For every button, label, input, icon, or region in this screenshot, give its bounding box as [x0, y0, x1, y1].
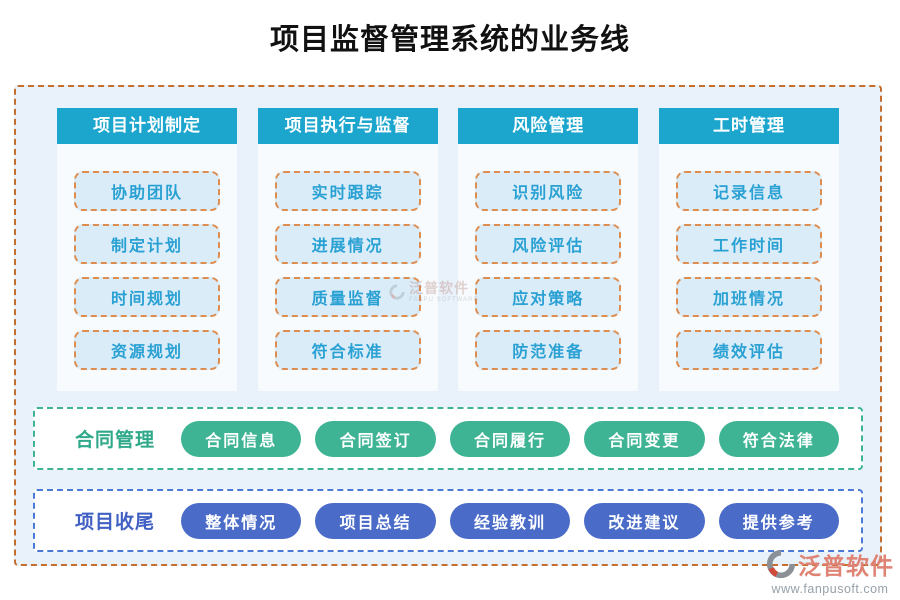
column-body: 识别风险 风险评估 应对策略 防范准备: [458, 144, 639, 391]
band-item: 合同变更: [584, 420, 705, 457]
column-header: 风险管理: [458, 108, 639, 144]
column-header: 项目计划制定: [57, 108, 237, 144]
band-pills: 整体情况 项目总结 经验教训 改进建议 提供参考: [181, 502, 839, 539]
column-item: 时间规划: [74, 277, 220, 317]
column-item: 风险评估: [475, 224, 622, 264]
contract-management-band: 合同管理 合同信息 合同签订 合同履行 合同变更 符合法律: [33, 407, 863, 470]
diagram-container: 项目计划制定 协助团队 制定计划 时间规划 资源规划 项目执行与监督 实时跟踪 …: [14, 85, 882, 566]
column-item: 应对策略: [475, 277, 622, 317]
band-pills: 合同信息 合同签订 合同履行 合同变更 符合法律: [181, 420, 839, 457]
band-item: 合同信息: [181, 420, 302, 457]
fanpu-logo-icon: [766, 549, 796, 579]
band-item: 整体情况: [181, 502, 302, 539]
band-item: 经验教训: [449, 502, 571, 539]
brand-name: 泛普软件: [798, 553, 894, 580]
band-item: 改进建议: [584, 502, 705, 539]
column-item: 进展情况: [274, 224, 421, 264]
column-risk-management: 风险管理 识别风险 风险评估 应对策略 防范准备: [458, 108, 639, 391]
project-closing-band: 项目收尾 整体情况 项目总结 经验教训 改进建议 提供参考: [33, 489, 863, 552]
column-item: 制定计划: [74, 224, 220, 264]
business-columns: 项目计划制定 协助团队 制定计划 时间规划 资源规划 项目执行与监督 实时跟踪 …: [57, 108, 839, 391]
column-item: 记录信息: [675, 171, 822, 211]
column-execution-supervision: 项目执行与监督 实时跟踪 进展情况 质量监督 符合标准: [257, 108, 438, 391]
column-item: 符合标准: [274, 330, 421, 370]
brand-logo: 泛普软件 www.fanpusoft.com: [766, 547, 894, 596]
band-item: 提供参考: [718, 502, 839, 539]
band-item: 合同履行: [449, 420, 571, 457]
column-item: 绩效评估: [675, 330, 822, 370]
column-item: 识别风险: [475, 171, 622, 211]
band-label: 项目收尾: [75, 512, 156, 533]
band-item: 合同签订: [315, 420, 436, 457]
band-item: 符合法律: [718, 420, 839, 457]
column-body: 协助团队 制定计划 时间规划 资源规划: [57, 144, 237, 391]
column-item: 资源规划: [74, 330, 220, 370]
page-title: 项目监督管理系统的业务线: [269, 22, 630, 56]
column-project-planning: 项目计划制定 协助团队 制定计划 时间规划 资源规划: [57, 108, 237, 391]
brand-url: www.fanpusoft.com: [771, 582, 889, 596]
column-item: 实时跟踪: [274, 171, 421, 211]
band-item: 项目总结: [315, 502, 436, 539]
column-header: 项目执行与监督: [257, 108, 438, 144]
column-item: 工作时间: [675, 224, 822, 264]
column-item: 加班情况: [675, 277, 822, 317]
column-item: 防范准备: [475, 330, 622, 370]
column-item: 质量监督: [274, 277, 421, 317]
column-body: 记录信息 工作时间 加班情况 绩效评估: [658, 144, 839, 391]
column-header: 工时管理: [658, 108, 839, 144]
column-item: 协助团队: [74, 171, 220, 211]
band-label: 合同管理: [75, 430, 156, 451]
column-timesheet-management: 工时管理 记录信息 工作时间 加班情况 绩效评估: [658, 108, 839, 391]
column-body: 实时跟踪 进展情况 质量监督 符合标准: [257, 144, 438, 391]
